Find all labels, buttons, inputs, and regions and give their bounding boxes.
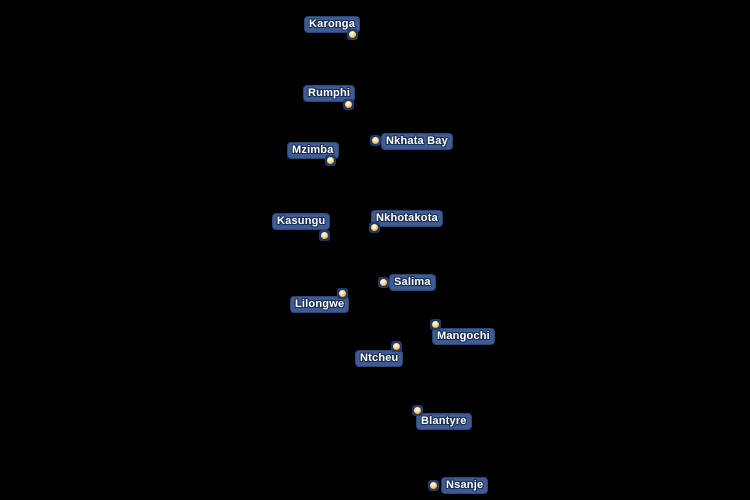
city-marker-nkhotakota[interactable]	[368, 221, 380, 233]
city-marker-karonga[interactable]	[346, 28, 358, 40]
city-dot-icon	[344, 100, 352, 108]
city-label-nkhata-bay[interactable]: Nkhata Bay	[381, 133, 453, 150]
city-label-ntcheu[interactable]: Ntcheu	[355, 350, 404, 367]
city-dot-icon	[431, 320, 439, 328]
city-marker-mzimba[interactable]	[324, 154, 336, 166]
city-label-blantyre[interactable]: Blantyre	[416, 413, 472, 430]
city-dot-icon	[429, 481, 437, 489]
city-label-nsanje[interactable]: Nsanje	[441, 477, 489, 494]
city-marker-salima[interactable]	[377, 276, 389, 288]
city-dot-icon	[392, 342, 400, 350]
city-label-kasungu[interactable]: Kasungu	[272, 213, 331, 230]
city-marker-nkhata-bay[interactable]	[369, 134, 381, 146]
city-marker-lilongwe[interactable]	[336, 287, 348, 299]
city-marker-mangochi[interactable]	[429, 318, 441, 330]
city-dot-icon	[370, 223, 378, 231]
city-marker-ntcheu[interactable]	[390, 340, 402, 352]
city-dot-icon	[320, 231, 328, 239]
city-dot-icon	[379, 278, 387, 286]
city-dot-icon	[371, 136, 379, 144]
city-dot-icon	[338, 289, 346, 297]
city-dot-icon	[348, 30, 356, 38]
city-marker-kasungu[interactable]	[318, 229, 330, 241]
city-dot-icon	[326, 156, 334, 164]
city-label-rumphi[interactable]: Rumphi	[303, 85, 356, 102]
city-marker-rumphi[interactable]	[342, 98, 354, 110]
city-marker-nsanje[interactable]	[427, 479, 439, 491]
city-dot-icon	[413, 406, 421, 414]
city-label-lilongwe[interactable]: Lilongwe	[290, 296, 350, 313]
city-label-karonga[interactable]: Karonga	[304, 16, 361, 33]
city-label-mangochi[interactable]: Mangochi	[432, 328, 495, 345]
city-marker-blantyre[interactable]	[411, 404, 423, 416]
city-label-salima[interactable]: Salima	[389, 274, 436, 291]
city-label-nkhotakota[interactable]: Nkhotakota	[371, 210, 443, 227]
